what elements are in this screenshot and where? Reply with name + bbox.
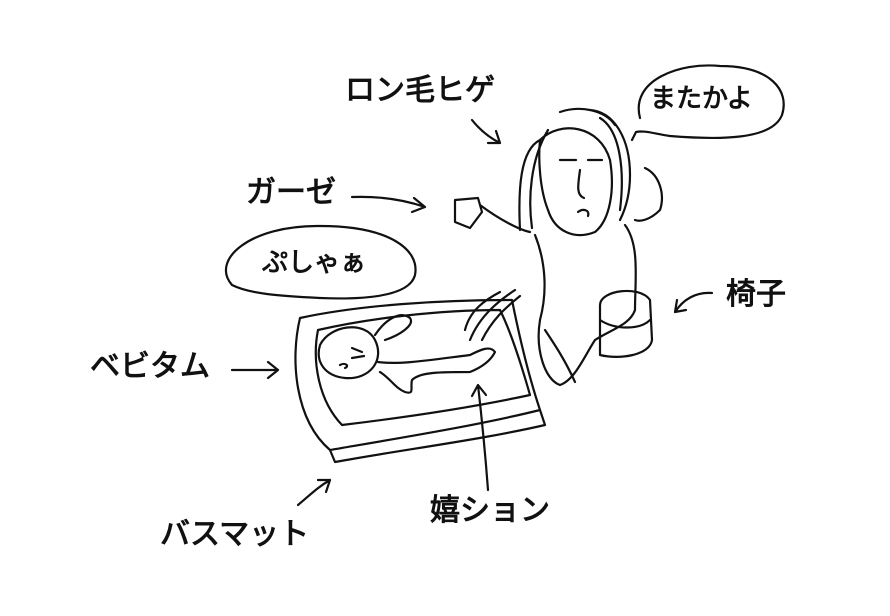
baby xyxy=(317,314,497,394)
label-bath-mat: バスマット xyxy=(160,517,310,552)
arrow-chair xyxy=(673,291,714,314)
speech-text-again: またかよ xyxy=(650,84,753,114)
bath-mat xyxy=(294,298,547,464)
label-baby-mat: ベビタム xyxy=(90,349,210,384)
man-face xyxy=(558,158,604,218)
speech-text-pshaa: ぷしゃぁ xyxy=(262,248,367,278)
speech-bubble-left xyxy=(225,224,417,300)
speech-bubble-right xyxy=(630,64,785,142)
man-head xyxy=(538,127,613,237)
man-body xyxy=(453,166,663,387)
label-chair: 椅子 xyxy=(726,277,786,312)
baby-face xyxy=(338,346,366,370)
arrow-pee xyxy=(470,383,490,492)
man-hair xyxy=(518,107,632,232)
arrow-gauze xyxy=(350,195,427,214)
label-gauze: ガーゼ xyxy=(246,175,336,210)
label-long-hair-beard: ロン毛ヒゲ xyxy=(345,73,495,108)
arrow-bathmat xyxy=(296,478,332,507)
arrow-babymat xyxy=(230,360,280,380)
chair xyxy=(598,289,654,358)
pee-stream xyxy=(463,288,522,342)
baby-mat xyxy=(314,308,532,427)
label-happy-pee: 嬉ション xyxy=(430,493,550,528)
arrow-hair xyxy=(470,118,502,145)
